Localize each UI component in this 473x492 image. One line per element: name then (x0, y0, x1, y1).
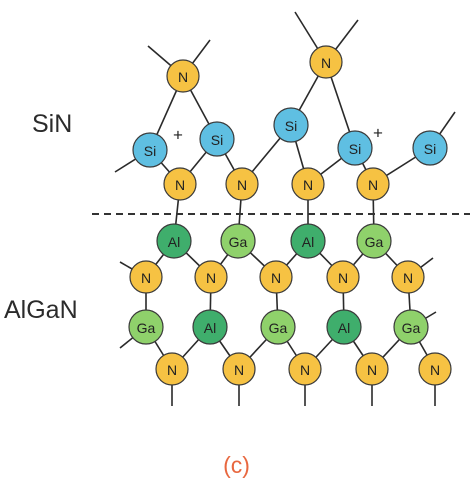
atom-n: N (225, 167, 259, 201)
atom-circle (129, 260, 163, 294)
atom-n: N (129, 260, 163, 294)
atom-symbol: Si (285, 118, 297, 134)
atom-symbol: N (206, 270, 216, 286)
atom-circle (412, 130, 448, 166)
atom-symbol: N (430, 362, 440, 378)
atom-circle (220, 223, 256, 259)
atom-symbol: Si (424, 141, 436, 157)
atom-circle (128, 309, 164, 345)
atom-n: N (163, 167, 197, 201)
atom-circle (290, 223, 326, 259)
atom-circle (199, 121, 235, 157)
atom-n: N (155, 352, 189, 386)
atom-n: N (326, 260, 360, 294)
atom-symbol: Ga (269, 320, 288, 336)
atom-circle (291, 167, 325, 201)
atom-n: N (356, 167, 390, 201)
sin-layer-label: SiN (32, 110, 73, 138)
atom-symbol: N (321, 55, 331, 71)
bonds-group (114, 11, 456, 406)
atom-symbol: Ga (229, 234, 248, 250)
atom-symbol: Si (144, 143, 156, 159)
atom-n: N (259, 260, 293, 294)
atom-circle (166, 59, 200, 93)
atom-symbol: N (367, 362, 377, 378)
atom-si: Si (337, 130, 373, 166)
atom-circle (156, 223, 192, 259)
atom-n: N (288, 352, 322, 386)
atom-circle (225, 167, 259, 201)
atom-al: Al (156, 223, 192, 259)
atom-symbol: Si (349, 141, 361, 157)
atom-si: Si (132, 132, 168, 168)
atom-symbol: N (237, 177, 247, 193)
atom-ga: Ga (128, 309, 164, 345)
algan-layer-label: AlGaN (4, 296, 78, 324)
atom-circle (337, 130, 373, 166)
atom-circle (194, 260, 228, 294)
atom-al: Al (192, 309, 228, 345)
atom-ga: Ga (260, 309, 296, 345)
atom-n: N (194, 260, 228, 294)
atom-symbol: N (403, 270, 413, 286)
atom-symbol: N (167, 362, 177, 378)
atom-symbol: N (141, 270, 151, 286)
atom-si: Si (273, 107, 309, 143)
atom-circle (418, 352, 452, 386)
positive-charge-symbol: + (173, 126, 183, 145)
atom-n: N (222, 352, 256, 386)
atom-circle (393, 309, 429, 345)
atom-symbol: N (234, 362, 244, 378)
atom-n: N (291, 167, 325, 201)
atom-circle (163, 167, 197, 201)
atom-circle (259, 260, 293, 294)
atom-symbol: Ga (365, 234, 384, 250)
atom-n: N (355, 352, 389, 386)
atom-si: Si (199, 121, 235, 157)
atom-symbol: Al (338, 320, 350, 336)
atom-symbol: Al (302, 234, 314, 250)
atom-circle (132, 132, 168, 168)
atom-circle (309, 45, 343, 79)
atom-symbol: Al (204, 320, 216, 336)
atom-circle (326, 260, 360, 294)
atom-symbol: Si (211, 132, 223, 148)
atom-symbol: N (271, 270, 281, 286)
atom-symbol: N (175, 177, 185, 193)
atom-circle (155, 352, 189, 386)
atom-symbol: Al (168, 234, 180, 250)
atom-symbol: Ga (402, 320, 421, 336)
atom-circle (391, 260, 425, 294)
atom-symbol: N (338, 270, 348, 286)
charges-group: ++ (173, 124, 383, 145)
atom-ga: Ga (393, 309, 429, 345)
atom-symbol: N (303, 177, 313, 193)
atom-symbol: N (368, 177, 378, 193)
atom-symbol: N (178, 69, 188, 85)
atom-al: Al (326, 309, 362, 345)
atom-ga: Ga (220, 223, 256, 259)
atom-si: Si (412, 130, 448, 166)
atom-al: Al (290, 223, 326, 259)
atom-circle (356, 223, 392, 259)
figure-caption: (c) (223, 452, 250, 478)
atom-symbol: Ga (137, 320, 156, 336)
atom-circle (288, 352, 322, 386)
atom-circle (192, 309, 228, 345)
atom-n: N (166, 59, 200, 93)
atom-circle (222, 352, 256, 386)
atom-ga: Ga (356, 223, 392, 259)
positive-charge-symbol: + (373, 124, 383, 143)
atom-n: N (309, 45, 343, 79)
atom-circle (326, 309, 362, 345)
atom-n: N (418, 352, 452, 386)
atom-circle (355, 352, 389, 386)
atom-circle (273, 107, 309, 143)
atom-n: N (391, 260, 425, 294)
atom-symbol: N (300, 362, 310, 378)
atom-circle (356, 167, 390, 201)
atom-circle (260, 309, 296, 345)
